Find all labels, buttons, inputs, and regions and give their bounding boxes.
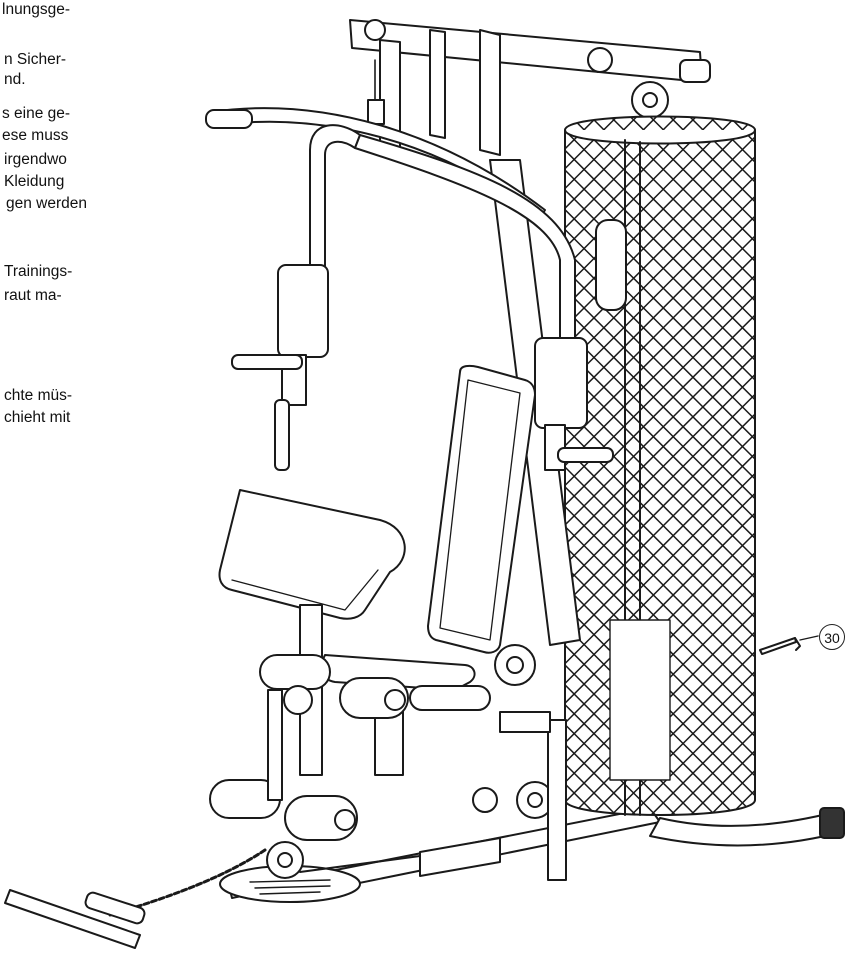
backrest-pad	[427, 364, 536, 654]
part-callout-30: 30	[819, 624, 845, 650]
leg-rollers	[209, 654, 491, 879]
text-line: irgendwo	[4, 151, 67, 168]
text-line: Kleidung	[4, 173, 65, 190]
text-line: Trainings-	[4, 263, 73, 280]
text-line: gen werden	[6, 195, 88, 212]
text-line: n Sicher-	[4, 51, 67, 68]
top-pulley-frame	[349, 19, 711, 156]
text-line: chieht mit	[4, 409, 71, 426]
text-line: nd.	[4, 71, 26, 88]
text-line: ese muss	[2, 127, 69, 144]
allen-key-icon	[759, 635, 819, 655]
text-line: raut ma-	[4, 287, 62, 304]
main-upright	[205, 107, 614, 646]
text-line: chte müs-	[4, 387, 73, 404]
lower-pulleys	[472, 644, 567, 881]
text-line: s eine ge-	[2, 105, 71, 122]
text-line: lnungsge-	[2, 1, 71, 18]
weight-stack-guard	[564, 115, 756, 816]
chain-handle	[4, 848, 267, 949]
